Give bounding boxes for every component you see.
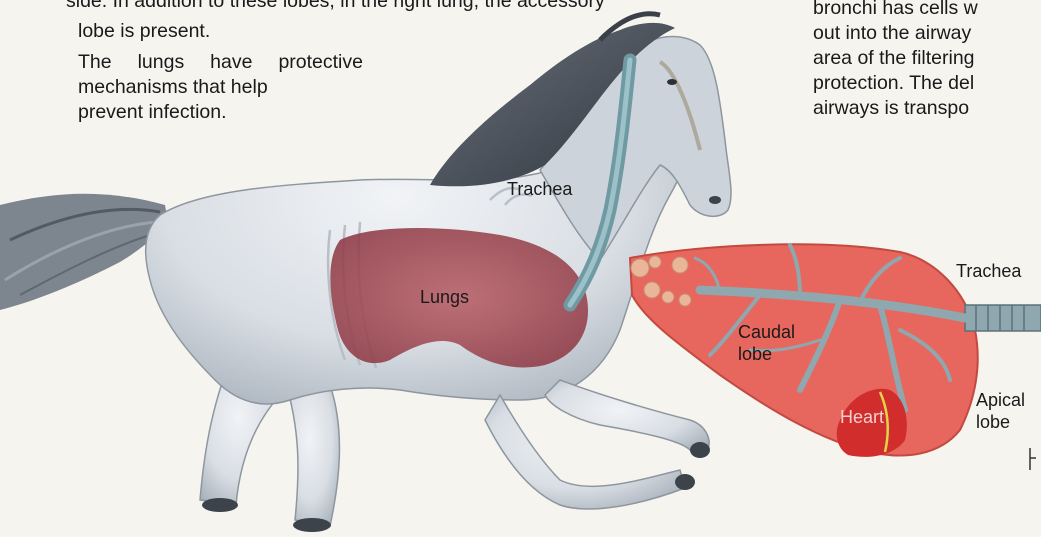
intro-para2-line3: prevent infection. [78, 97, 798, 128]
apical-lobe-label-1: Apical [976, 390, 1025, 410]
side-line-3: area of the filtering [813, 46, 1041, 71]
side-line-2: out into the airway [813, 21, 1041, 46]
lung-trachea-label: Trachea [956, 261, 1021, 281]
intro-cut-line: side. In addition to these lobes, in the… [66, 0, 605, 17]
bracket-mark [1030, 448, 1036, 470]
intro-line-2: lobe is present. [78, 16, 798, 47]
side-line-1: bronchi has cells w [813, 0, 1041, 21]
side-line-4: protection. The del [813, 71, 1041, 96]
intro-text-block: side. In addition to these lobes, in the… [78, 0, 798, 128]
side-text-block: bronchi has cells w out into the airway … [813, 0, 1041, 136]
horse-trachea-label: Trachea [507, 179, 572, 199]
heart-label: Heart [840, 407, 884, 427]
caudal-lobe-label-1: Caudal [738, 322, 795, 342]
word: protective [278, 47, 363, 78]
horse-tail [0, 194, 168, 310]
horse-lungs-label: Lungs [420, 287, 469, 307]
side-line-5: airways is transpo [813, 96, 1041, 121]
apical-lobe-label-2: lobe [976, 412, 1010, 432]
lung-trachea-tube [965, 305, 1041, 331]
caudal-lobe-label-2: lobe [738, 344, 772, 364]
